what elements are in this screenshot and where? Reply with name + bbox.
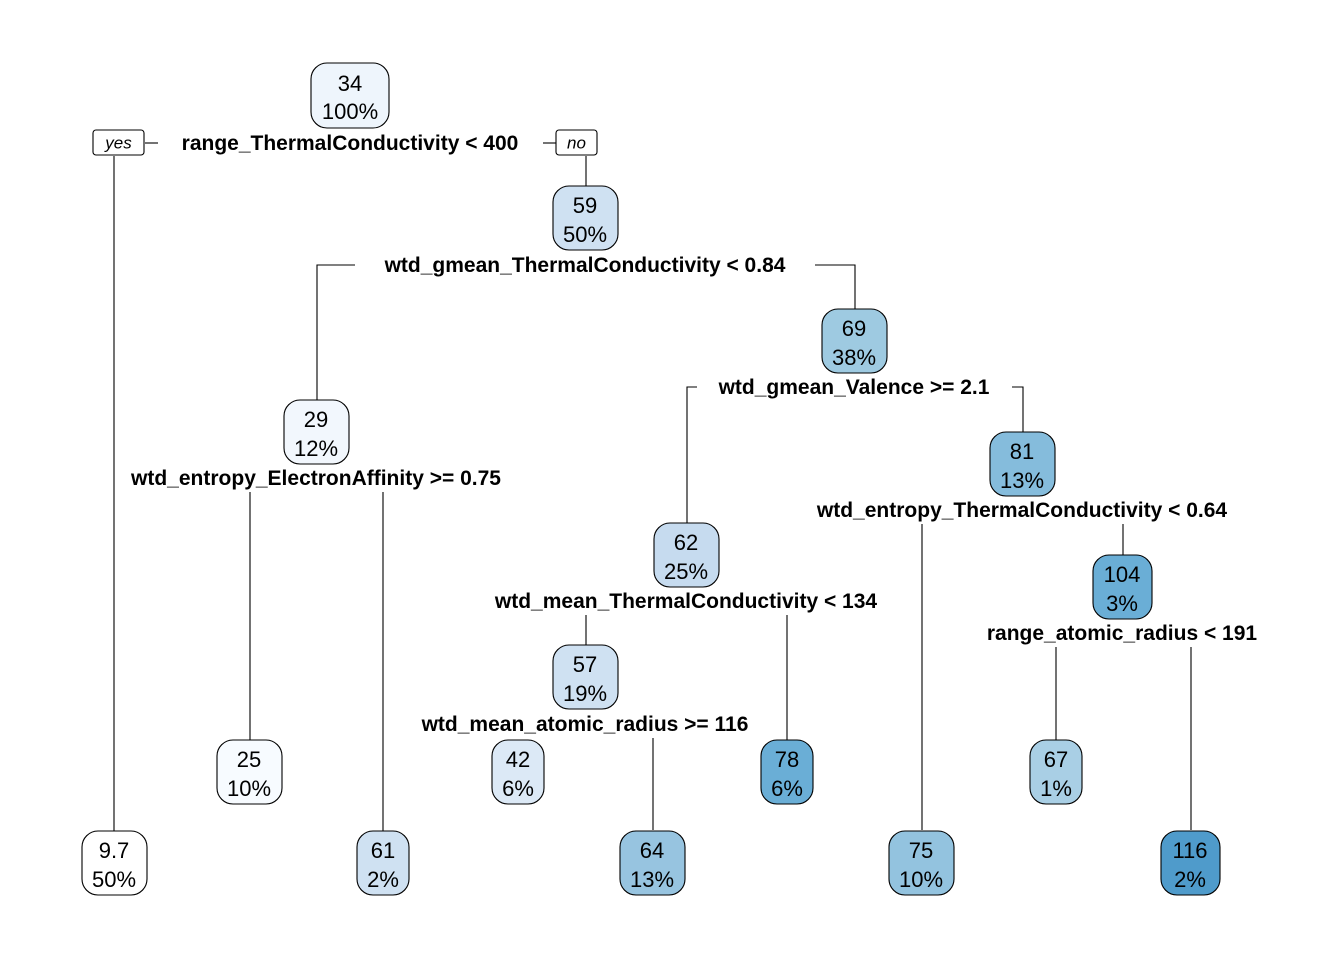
tree-node: 67 1%	[1029, 739, 1083, 805]
split-label-background	[128, 467, 504, 490]
node-value: 34	[338, 71, 362, 96]
node-box	[888, 830, 955, 896]
node-box	[1160, 830, 1221, 896]
node-value: 69	[842, 316, 866, 341]
split-label-background	[381, 254, 788, 277]
node-percent: 13%	[630, 867, 674, 892]
tree-node: 78 6%	[760, 739, 814, 805]
tree-node: 81 13%	[989, 431, 1056, 497]
split-label-s2: wtd_gmean_ThermalConductivity < 0.84	[384, 254, 786, 277]
tree-node: 42 6%	[491, 739, 545, 805]
split-label-s1: range_ThermalConductivity < 400	[182, 132, 519, 155]
tree-node: 59 50%	[552, 185, 619, 251]
yes-tag: yes	[92, 129, 145, 156]
node-value: 116	[1172, 838, 1207, 863]
node-percent: 12%	[294, 436, 338, 461]
tree-node: 64 13%	[619, 830, 686, 896]
node-percent: 19%	[563, 681, 607, 706]
node-percent: 6%	[771, 776, 803, 801]
no-tag: no	[555, 129, 598, 156]
edge-s2-right	[815, 264, 856, 309]
node-value: 104	[1104, 562, 1141, 587]
split-label-background	[179, 132, 521, 155]
tree-node: 34 100%	[310, 62, 390, 129]
node-value: 78	[775, 747, 799, 772]
node-percent: 25%	[664, 559, 708, 584]
node-percent: 50%	[92, 867, 136, 892]
node-value: 29	[304, 407, 328, 432]
node-box	[989, 431, 1056, 497]
node-box	[821, 308, 888, 374]
node-value: 59	[573, 193, 597, 218]
tree-node: 9.7 50%	[81, 830, 148, 896]
split-label-background	[491, 590, 880, 613]
tree-nodes: 34 100% 59 50% 29 12% 69 38% 62 25% 81 1…	[81, 62, 1221, 896]
node-value: 42	[506, 747, 530, 772]
node-percent: 3%	[1106, 591, 1138, 616]
tree-node: 104 3%	[1092, 554, 1153, 620]
node-value: 9.7	[99, 838, 130, 863]
node-box	[552, 644, 619, 710]
split-label-s6: wtd_mean_atomic_radius >= 116	[421, 713, 749, 736]
node-value: 61	[371, 838, 395, 863]
node-value: 67	[1044, 747, 1068, 772]
split-label-background	[813, 499, 1230, 522]
split-label-s5: wtd_mean_ThermalConductivity < 134	[494, 590, 878, 613]
node-box	[1029, 739, 1083, 805]
tree-node: 29 12%	[283, 399, 350, 465]
node-box	[653, 522, 720, 588]
tree-node: 57 19%	[552, 644, 619, 710]
split-label-s4: wtd_gmean_Valence >= 2.1	[718, 376, 990, 399]
split-label-s7: wtd_entropy_ThermalConductivity < 0.64	[816, 499, 1228, 522]
node-percent: 1%	[1040, 776, 1072, 801]
node-box	[81, 830, 148, 896]
node-box	[491, 739, 545, 805]
edge-s4-right	[1012, 386, 1024, 433]
node-box	[619, 830, 686, 896]
node-box	[283, 399, 350, 465]
node-box	[356, 830, 410, 896]
split-label-background	[715, 376, 992, 399]
node-percent: 2%	[1174, 867, 1206, 892]
node-box	[552, 185, 619, 251]
split-labels: range_ThermalConductivity < 400 wtd_gmea…	[128, 132, 1260, 736]
node-box	[760, 739, 814, 805]
tree-node: 75 10%	[888, 830, 955, 896]
tree-node: 62 25%	[653, 522, 720, 588]
tree-node: 25 10%	[216, 739, 283, 805]
node-percent: 50%	[563, 222, 607, 247]
node-percent: 2%	[367, 867, 399, 892]
no-tag-label: no	[567, 134, 586, 153]
node-percent: 38%	[832, 345, 876, 370]
yes-tag-label: yes	[104, 134, 132, 153]
split-label-s8: range_atomic_radius < 191	[987, 622, 1258, 645]
split-label-s3: wtd_entropy_ElectronAffinity >= 0.75	[130, 467, 501, 490]
split-label-background	[418, 713, 751, 736]
tree-node: 61 2%	[356, 830, 410, 896]
node-percent: 10%	[227, 776, 271, 801]
node-value: 57	[573, 652, 597, 677]
node-box	[216, 739, 283, 805]
node-value: 81	[1010, 439, 1034, 464]
edge-s4-left	[686, 386, 697, 524]
node-value: 25	[237, 747, 261, 772]
node-percent: 100%	[322, 99, 378, 124]
node-value: 64	[640, 838, 664, 863]
node-value: 62	[674, 530, 698, 555]
node-percent: 13%	[1000, 468, 1044, 493]
node-box	[310, 62, 390, 129]
tree-node: 116 2%	[1160, 830, 1221, 896]
tree-edges	[113, 142, 1192, 837]
tree-node: 69 38%	[821, 308, 888, 374]
node-percent: 6%	[502, 776, 534, 801]
node-box	[1092, 554, 1153, 620]
node-percent: 10%	[899, 867, 943, 892]
edge-s2-left	[316, 264, 355, 401]
node-value: 75	[909, 838, 933, 863]
split-label-background	[984, 622, 1260, 645]
